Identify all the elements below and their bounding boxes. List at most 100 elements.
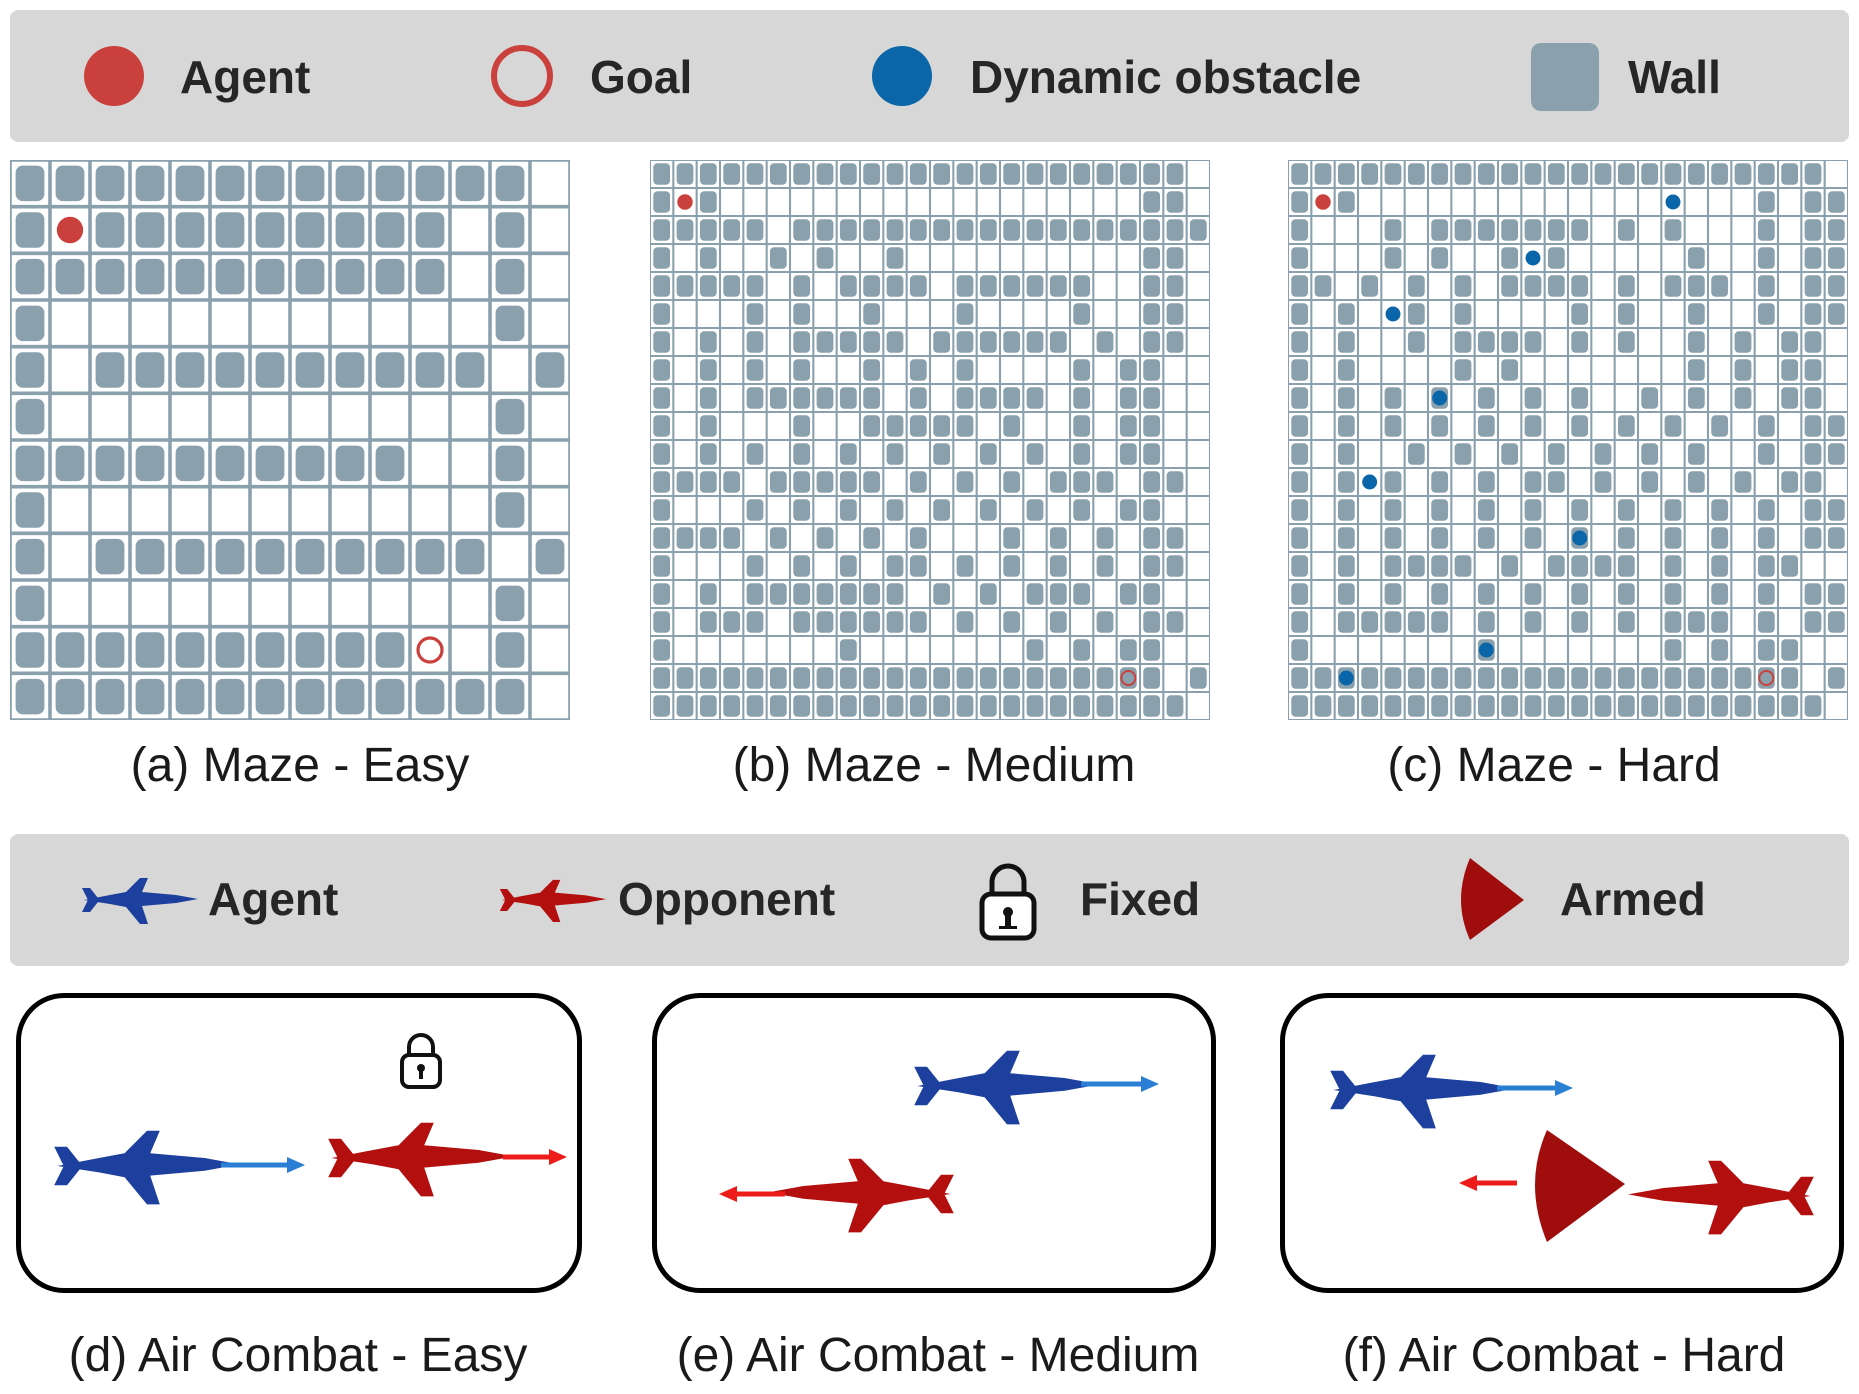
wall-cell <box>1781 163 1799 185</box>
wall-cell <box>1143 415 1161 437</box>
wall-cell <box>1664 275 1682 297</box>
opponent-jet-icon <box>1628 1160 1814 1235</box>
wall-cell <box>1166 247 1184 269</box>
wall-cell <box>1143 499 1161 521</box>
wall-cell <box>886 499 904 521</box>
wall-cell <box>1477 583 1495 605</box>
wall-cell <box>1547 163 1565 185</box>
wall-cell <box>839 471 857 493</box>
wall-cell <box>1524 527 1542 549</box>
wall-cell <box>816 611 834 633</box>
agent-heading-arrow <box>221 1157 305 1173</box>
wall-cell <box>1641 695 1659 717</box>
wall-cell <box>653 415 671 437</box>
wall-cell <box>863 163 881 185</box>
wall-cell <box>1407 303 1425 325</box>
wall-cell <box>15 538 45 575</box>
wall-cell <box>1571 415 1589 437</box>
wall-cell <box>1664 667 1682 689</box>
wall-cell <box>769 471 787 493</box>
wall-cell <box>1431 163 1449 185</box>
wall-cell <box>95 212 125 248</box>
wall-cell <box>1687 695 1705 717</box>
wall-cell <box>1664 163 1682 185</box>
wall-cell <box>1166 471 1184 493</box>
wall-cell <box>723 471 741 493</box>
wall-cell <box>1711 583 1729 605</box>
wall-cell <box>415 165 445 202</box>
wall-cell <box>1143 387 1161 409</box>
wall-cell <box>175 212 205 248</box>
wall-cell <box>1361 695 1379 717</box>
wall-cell <box>1143 583 1161 605</box>
wall-cell <box>746 443 764 465</box>
wall-cell <box>1454 667 1472 689</box>
wall-cell <box>699 471 717 493</box>
wall-cell <box>415 352 445 388</box>
wall-cell <box>746 555 764 577</box>
wall-cell <box>1431 415 1449 437</box>
wall-cell <box>1291 555 1309 577</box>
wall-cell <box>15 352 45 388</box>
legend-label-opponent: Opponent <box>618 873 836 925</box>
wall-cell <box>1524 667 1542 689</box>
wall-cell <box>933 163 951 185</box>
wall-cell <box>723 527 741 549</box>
wall-cell <box>956 163 974 185</box>
wall-cell <box>1687 611 1705 633</box>
wall-cell <box>1477 163 1495 185</box>
wall-cell <box>1734 359 1752 381</box>
wall-cell <box>215 165 245 202</box>
wall-cell <box>793 471 811 493</box>
wall-cell <box>1757 527 1775 549</box>
wall-cell <box>1687 331 1705 353</box>
wall-cell <box>676 163 694 185</box>
maze-medium-grid <box>650 160 1210 720</box>
wall-cell <box>793 611 811 633</box>
goal-marker <box>416 636 444 664</box>
wall-cell <box>215 632 245 668</box>
wall-cell <box>1664 639 1682 661</box>
wall-cell <box>135 538 165 575</box>
wall-cell <box>1166 527 1184 549</box>
wall-cell <box>1189 667 1207 689</box>
wall-cell <box>1407 443 1425 465</box>
wall-cell <box>335 678 365 715</box>
wall-cell <box>95 352 125 388</box>
wall-cell <box>1454 331 1472 353</box>
wall-cell <box>1571 555 1589 577</box>
wall-cell <box>255 538 285 575</box>
wall-cell <box>979 695 997 717</box>
wall-cell <box>1143 331 1161 353</box>
wall-cell <box>175 165 205 202</box>
wall-cell <box>335 165 365 202</box>
wall-cell <box>375 678 405 715</box>
wall-cell <box>1711 415 1729 437</box>
wall-cell <box>1337 499 1355 521</box>
wall-cell <box>1291 443 1309 465</box>
wall-cell <box>723 611 741 633</box>
wall-cell <box>1384 471 1402 493</box>
wall-cell <box>793 499 811 521</box>
wall-cell <box>495 678 525 715</box>
wall-cell <box>1073 303 1091 325</box>
wall-cell <box>676 275 694 297</box>
wall-cell <box>816 471 834 493</box>
wall-cell <box>793 275 811 297</box>
wall-cell <box>495 492 525 528</box>
wall-cell <box>1594 667 1612 689</box>
wall-cell <box>1827 191 1845 213</box>
wall-cell <box>1664 499 1682 521</box>
wall-cell <box>1314 667 1332 689</box>
wall-cell <box>886 611 904 633</box>
wall-cell <box>1664 415 1682 437</box>
wall-cell <box>1026 443 1044 465</box>
wall-cell <box>1096 611 1114 633</box>
dynamic-obstacle-marker <box>1665 194 1681 210</box>
wall-cell <box>1119 415 1137 437</box>
wall-cell <box>1026 667 1044 689</box>
wall-cell <box>1003 219 1021 241</box>
wall-cell <box>1571 163 1589 185</box>
wall-cell <box>135 212 165 248</box>
wall-cell <box>255 212 285 248</box>
